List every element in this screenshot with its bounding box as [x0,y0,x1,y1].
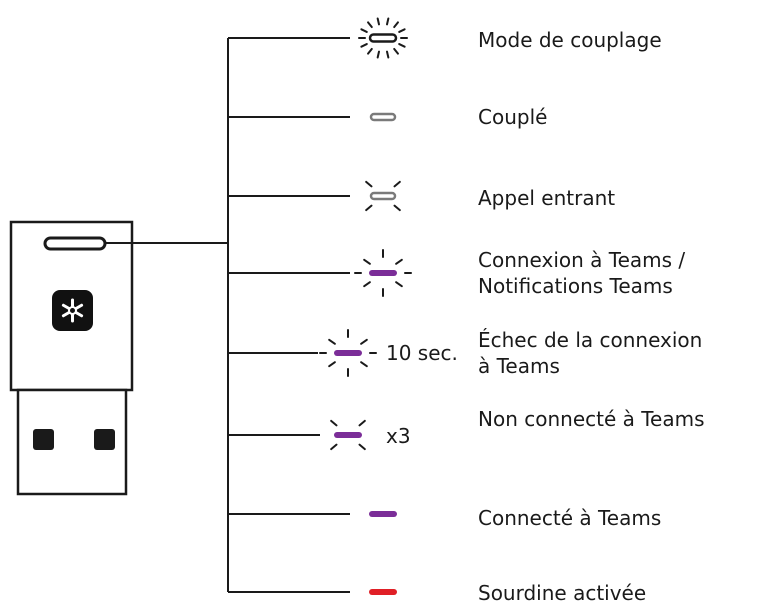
usb-contact-left [33,429,54,450]
state-label-text: Connecté à Teams [478,506,662,530]
led-pill [369,191,397,201]
duration-note: 10 sec. [386,341,458,365]
led-symbol-pairing [358,17,408,59]
state-label-teams-connecting: Connexion à Teams / Notifications Teams [478,247,685,299]
led-pill [334,350,362,356]
state-label-text: Appel entrant [478,186,616,210]
state-label-text: Notifications Teams [478,274,673,298]
state-label-text: Mode de couplage [478,28,662,52]
led-pill [369,511,397,517]
led-symbol-paired [369,112,397,122]
usb-receiver [9,220,134,496]
connector-lines [105,37,350,593]
state-label-text: Connexion à Teams / [478,248,686,272]
state-label-paired: Couplé [478,104,547,130]
led-symbol-teams-connecting [354,249,412,297]
state-label-connected-teams: Connecté à Teams [478,505,661,531]
led-pill [369,589,397,595]
led-symbol-teams-connection-failed [319,329,377,377]
teams-star-icon [52,290,93,331]
led-symbol-mute-on [369,589,397,595]
state-label-not-connected-teams: Non connecté à Teams [478,406,705,432]
state-label-teams-connection-failed: Échec de la connexion à Teams [478,327,702,379]
usb-contact-right [94,429,115,450]
repeat-count-note: x3 [386,424,411,448]
led-symbol-incoming-call [365,180,401,212]
led-pill [334,432,362,438]
state-label-text: Échec de la connexion [478,328,703,352]
state-label-mute-on: Sourdine activée [478,580,646,606]
led-symbol-connected-teams [369,511,397,517]
led-pill [369,112,397,122]
state-label-text: à Teams [478,354,560,378]
receiver-led-indicator [43,236,107,251]
led-symbol-not-connected-teams [330,419,366,451]
state-label-pairing: Mode de couplage [478,27,662,53]
led-pill [368,33,398,43]
state-label-text: Couplé [478,105,548,129]
state-label-text: Non connecté à Teams [478,407,705,431]
state-label-incoming-call: Appel entrant [478,185,615,211]
state-label-text: Sourdine activée [478,581,647,605]
led-pill [369,270,397,276]
